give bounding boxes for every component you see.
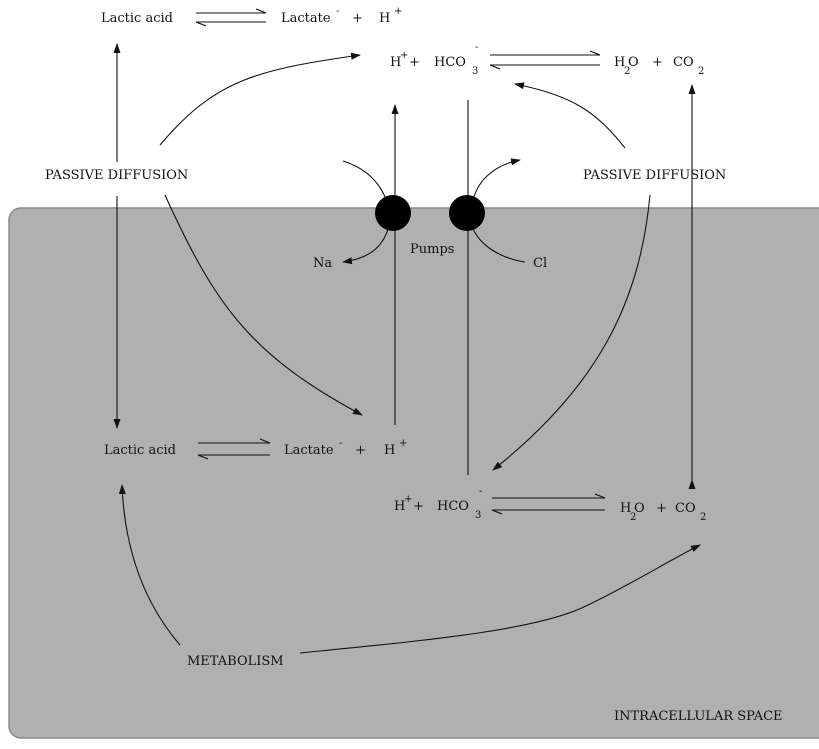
extra-water-o: O [628,55,639,70]
passive-diffusion-label-left: PASSIVE DIFFUSION [45,168,188,183]
extra-bic-h: H [390,55,401,70]
extra-lactate: Lactate [281,11,331,26]
extra-bic-h-charge: + [400,50,408,61]
arrow-diffusion-to-intra-h [164,194,363,416]
intra-hco: HCO [437,499,469,514]
intra-co: CO [675,501,696,516]
intra-lactate-charge: - [339,438,342,449]
extra-bic-plus: + [409,55,420,70]
arrow-metabolism-to-lactic [118,484,181,646]
extra-co-sub: 2 [698,66,704,77]
intra-plus-2: + [656,501,667,516]
extra-hco-charge: - [475,42,478,53]
intra-water-sub: 2 [630,512,636,523]
pump-cl-hco3-exchanger [449,195,485,231]
intra-lactate: Lactate [284,443,334,458]
arrow-diffusion-to-intra-hco3 [492,194,651,471]
arrow-diffusion-to-extra-hco3 [514,82,626,149]
arrow-cl-out-arc [471,158,521,206]
pumps-label: Pumps [410,242,454,257]
extra-h-charge: + [394,6,402,17]
metabolism-label: METABOLISM [187,654,284,669]
extra-hco-sub: 3 [472,66,478,77]
extra-water-sub: 2 [624,66,630,77]
intra-bic-h: H [394,499,405,514]
intra-h-charge: + [399,438,407,449]
intra-lactic-acid: Lactic acid [104,443,176,458]
arrow-metabolism-to-co2 [299,544,701,654]
extra-co: CO [673,55,694,70]
na-label: Na [313,256,332,271]
intra-water-o: O [634,501,645,516]
cl-label: Cl [533,256,547,271]
intra-bic-plus: + [413,499,424,514]
intra-water-h: H [620,501,631,516]
intracellular-region [8,207,819,739]
extra-hco: HCO [434,55,466,70]
intra-hco-charge: - [479,486,482,497]
arrow-diffusion-to-extra-h [159,52,361,146]
intra-bic-h-charge: + [404,494,412,505]
intracellular-space-label: INTRACELLULAR SPACE [614,709,783,724]
intra-co-sub: 2 [700,512,706,523]
extra-plus-2: + [652,55,663,70]
passive-diffusion-label-right: PASSIVE DIFFUSION [583,168,726,183]
intra-h: H [384,443,395,458]
intra-hco-sub: 3 [475,510,481,521]
extra-lactate-charge: - [336,6,339,17]
extra-water-h: H [614,55,625,70]
extra-plus-1: + [352,11,363,26]
extra-h: H [379,11,390,26]
extra-lactic-acid: Lactic acid [101,11,173,26]
intra-plus-1: + [355,443,366,458]
pump-na-h-exchanger [375,195,411,231]
